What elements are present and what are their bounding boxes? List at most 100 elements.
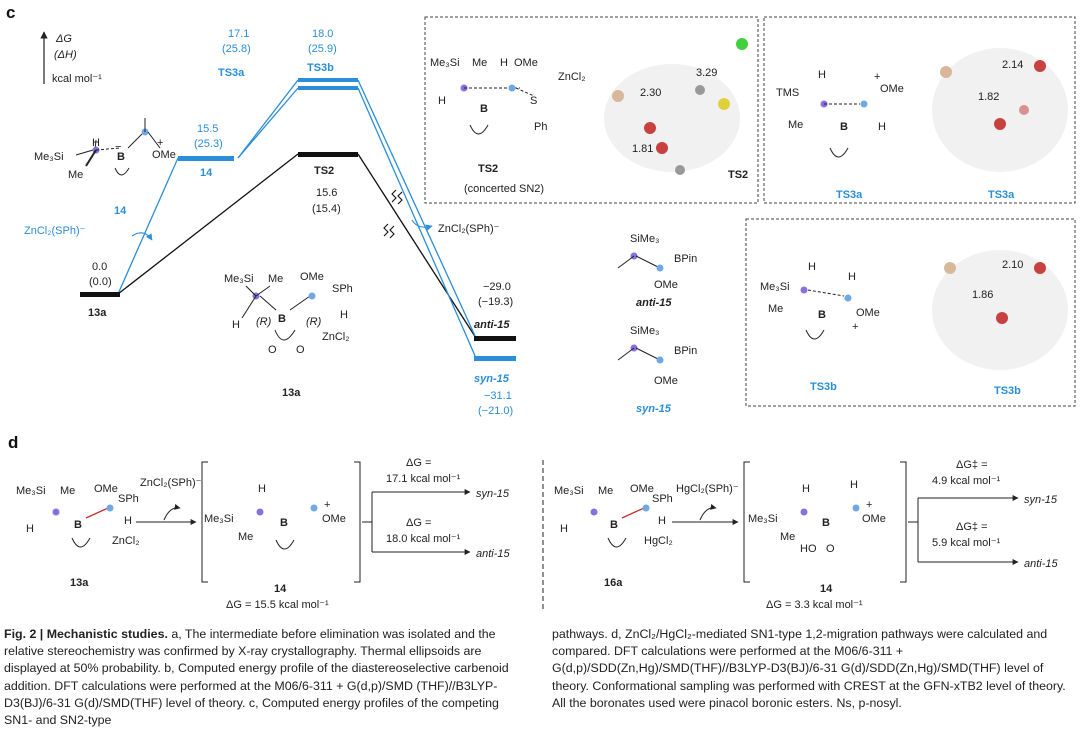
svg-text:TS3a: TS3a	[836, 189, 863, 201]
caption-left-text: a, The intermediate before elimination w…	[4, 627, 509, 728]
svg-text:1.81: 1.81	[632, 143, 653, 155]
svg-text:O: O	[826, 543, 835, 555]
level-syn15-name: syn-15	[474, 373, 510, 385]
svg-text:Me₃Si: Me₃Si	[760, 281, 790, 293]
svg-text:14: 14	[274, 583, 287, 595]
svg-text:ΔG = 15.5 kcal mol⁻¹: ΔG = 15.5 kcal mol⁻¹	[226, 599, 329, 611]
svg-text:OMe: OMe	[862, 513, 886, 525]
svg-text:Me: Me	[788, 119, 803, 131]
svg-text:Me: Me	[268, 273, 283, 285]
level-13a	[80, 292, 120, 297]
level-anti15-name: anti-15	[474, 319, 510, 331]
svg-text:H: H	[232, 319, 240, 331]
d-right-leaving: HgCl₂(SPh)⁻	[676, 483, 739, 495]
level-ts3b-name: TS3b	[307, 62, 334, 74]
d-left-intermediate: H Me₃Si Me B OMe + 14 ΔG = 15.5 kcal mol…	[204, 483, 346, 611]
level-ts3b-dg: 18.0	[312, 28, 333, 40]
svg-text:B: B	[610, 519, 618, 531]
d-right-up-val: 4.9 kcal mol⁻¹	[932, 475, 1000, 487]
svg-text:2.14: 2.14	[1002, 59, 1023, 71]
svg-text:Me: Me	[60, 485, 75, 497]
svg-text:ZnCl₂: ZnCl₂	[112, 535, 140, 547]
svg-text:Me₃Si: Me₃Si	[224, 273, 254, 285]
d-left-reactant: Me₃Si Me H B OMe SPh H ZnCl₂ 13a	[16, 483, 140, 589]
svg-text:Me₃Si: Me₃Si	[554, 485, 584, 497]
svg-text:H: H	[340, 309, 348, 321]
svg-text:OMe: OMe	[300, 271, 324, 283]
svg-text:13a: 13a	[70, 577, 89, 589]
d-left-leaving: ZnCl₂(SPh)⁻	[140, 477, 202, 489]
svg-text:SPh: SPh	[652, 493, 673, 505]
ts2-structure: Me₃Si Me H B H OMe S ZnCl₂ Ph TS2 (conce…	[430, 57, 586, 195]
svg-text:BPin: BPin	[674, 345, 697, 357]
panel-label-c: c	[6, 3, 15, 22]
level-14-name: 14	[200, 167, 213, 179]
level-13a-dg: 0.0	[92, 261, 107, 273]
svg-text:H: H	[560, 523, 568, 535]
svg-text:B: B	[840, 121, 848, 133]
svg-text:B: B	[818, 309, 826, 321]
svg-text:B: B	[278, 313, 286, 325]
level-ts2	[298, 152, 358, 157]
svg-text:SiMe₃: SiMe₃	[630, 325, 660, 337]
level-14	[178, 156, 234, 161]
svg-text:Me₃Si: Me₃Si	[204, 513, 234, 525]
level-13a-dh: (0.0)	[89, 276, 112, 288]
level-ts3b	[298, 78, 358, 82]
svg-text:H: H	[818, 69, 826, 81]
svg-text:TS3b: TS3b	[994, 385, 1021, 397]
d-right-reactant: Me₃Si Me H B OMe SPh H HgCl₂ 16a	[554, 483, 673, 589]
struct14-name: 14	[114, 205, 127, 217]
caption-right-text: pathways. d, ZnCl₂/HgCl₂-mediated SN1-ty…	[552, 627, 1066, 710]
svg-text:Me: Me	[768, 303, 783, 315]
level-ts3a-dh: (25.8)	[222, 43, 251, 55]
svg-text:HgCl₂: HgCl₂	[644, 535, 673, 547]
svg-text:TS3a: TS3a	[988, 189, 1015, 201]
svg-text:H: H	[26, 523, 34, 535]
ts2-3d-model: 2.30 3.29 1.81 TS2	[604, 38, 748, 181]
level-anti15-dg: −29.0	[483, 281, 511, 293]
svg-text:+: +	[324, 499, 330, 511]
reagent-left: ZnCl₂(SPh)⁻	[24, 225, 86, 237]
svg-text:H: H	[850, 479, 858, 491]
svg-text:+: +	[866, 499, 872, 511]
svg-text:SiMe₃: SiMe₃	[630, 233, 660, 245]
d-right-up-product: syn-15	[1024, 494, 1058, 506]
svg-text:TS3b: TS3b	[810, 381, 837, 393]
svg-text:+: +	[874, 71, 880, 83]
reagent-right: ZnCl₂(SPh)⁻	[438, 223, 500, 235]
svg-text:BPin: BPin	[674, 253, 697, 265]
level-13a-name: 13a	[88, 307, 107, 319]
profile-lines	[117, 79, 477, 359]
svg-text:H: H	[878, 121, 886, 133]
axis-unit: kcal mol⁻¹	[52, 73, 102, 85]
level-ts3a-dg: 17.1	[228, 28, 249, 40]
d-right-up-dg: ΔG‡ =	[956, 459, 988, 471]
energy-axis: ΔG (ΔH) kcal mol⁻¹	[40, 31, 102, 85]
svg-text:(R): (R)	[256, 316, 272, 328]
svg-text:13a: 13a	[282, 387, 301, 399]
svg-text:H: H	[802, 483, 810, 495]
svg-text:S: S	[530, 95, 537, 107]
d-right-down-dg: ΔG‡ =	[956, 521, 988, 533]
level-ts3a-name: TS3a	[218, 67, 245, 79]
svg-text:B: B	[480, 103, 488, 115]
svg-text:syn-15: syn-15	[636, 403, 672, 415]
level-anti15	[474, 336, 516, 341]
svg-text:H: H	[808, 261, 816, 273]
svg-text:B: B	[822, 517, 830, 529]
ts3b-structure: H Me₃Si Me H B OMe + TS3b	[760, 261, 880, 393]
ts3a-3d-model: 2.14 1.82 TS3a	[932, 48, 1068, 201]
svg-text:(concerted SN2): (concerted SN2)	[464, 183, 544, 195]
d-left-up-val: 17.1 kcal mol⁻¹	[386, 473, 461, 485]
d-left-down-product: anti-15	[476, 548, 511, 560]
svg-text:−: −	[115, 141, 121, 153]
d-right-down-product: anti-15	[1024, 558, 1059, 570]
caption-right-column: pathways. d, ZnCl₂/HgCl₂-mediated SN1-ty…	[552, 626, 1072, 712]
svg-text:Me: Me	[238, 531, 253, 543]
svg-text:ΔG = 3.3 kcal mol⁻¹: ΔG = 3.3 kcal mol⁻¹	[766, 599, 863, 611]
svg-text:OMe: OMe	[94, 483, 118, 495]
level-syn15	[474, 356, 516, 361]
svg-text:OMe: OMe	[152, 149, 176, 161]
figure-caption: Fig. 2 | Mechanistic studies. a, The int…	[4, 626, 1076, 750]
